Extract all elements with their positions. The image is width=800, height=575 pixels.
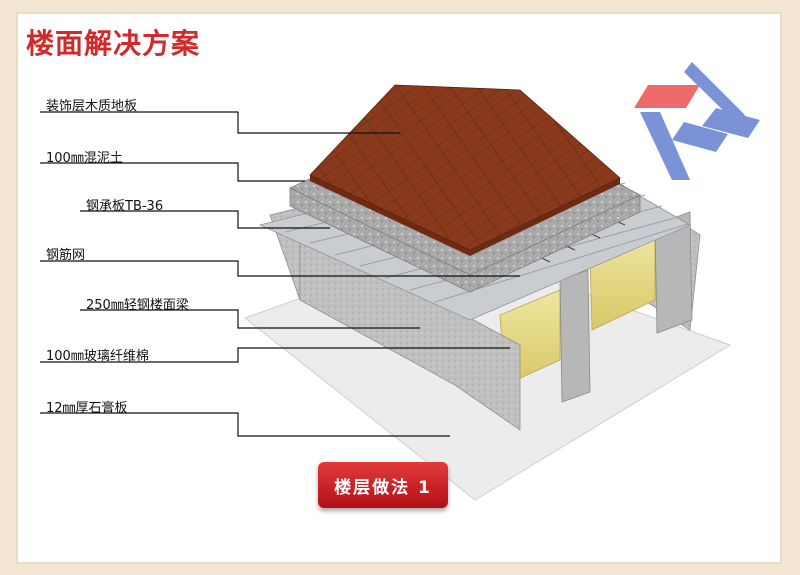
steel-joist-2 [654,211,693,334]
layer-label-steel-beam: 250㎜轻钢楼面梁 [86,298,189,313]
steel-joist-1 [559,269,591,403]
layer-label-glass-wool: 100㎜玻璃纤维棉 [46,349,149,364]
leader-lines [40,111,520,437]
logo-icon [634,62,760,180]
layer-label-gypsum-board: 12㎜厚石膏板 [46,401,128,416]
layer-label-steel-deck: 钢承板TB-36 [86,199,164,214]
layer-label-concrete: 100㎜混泥土 [46,151,123,166]
caption-button[interactable]: 楼层做法 1 [318,462,448,508]
page-title: 楼面解决方案 [26,27,201,60]
layer-label-rebar-mesh: 钢筋网 [46,248,86,263]
layer-label-wood-floor: 装饰层木质地板 [46,99,138,114]
wood-floor-top [309,84,621,251]
